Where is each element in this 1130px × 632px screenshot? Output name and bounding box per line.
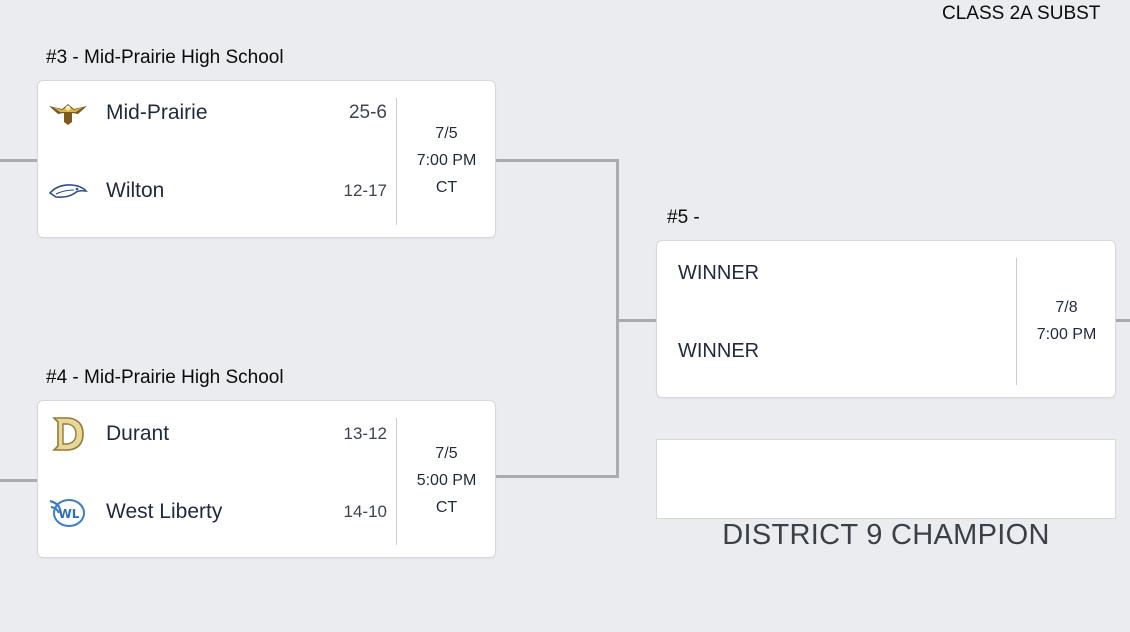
team-name: WINNER <box>678 339 760 362</box>
game-date: 7/5 <box>435 125 458 142</box>
card-divider <box>1016 258 1017 385</box>
team-record: 13-12 <box>343 424 387 443</box>
team-record: 12-17 <box>343 181 387 200</box>
team-name: Mid-Prairie <box>106 101 208 124</box>
game-label: #3 - Mid-Prairie High School <box>46 47 284 68</box>
connector-left-bottom <box>0 479 38 482</box>
team-row[interactable]: WINNER <box>657 331 1015 371</box>
connector-left-top <box>0 159 38 162</box>
game-info: 7/5 7:00 PM CT <box>398 120 495 201</box>
team-row[interactable]: Durant 13-12 <box>38 414 495 454</box>
team-record: 25-6 <box>348 102 387 123</box>
game-time: 7:00 PM <box>1036 326 1097 343</box>
game-timezone: CT <box>435 179 458 196</box>
team-row[interactable]: Wilton 12-17 <box>38 171 495 211</box>
team-row[interactable]: Mid-Prairie 25-6 <box>38 93 495 133</box>
game-date: 7/5 <box>435 445 458 462</box>
connector-game4-out <box>495 475 619 478</box>
game-info: 7/5 5:00 PM CT <box>398 440 495 521</box>
game-time: 5:00 PM <box>416 472 477 489</box>
svg-text:WL: WL <box>59 507 80 521</box>
connector-game3-out <box>495 159 619 162</box>
team-name: WINNER <box>678 261 760 284</box>
game-card[interactable]: WINNER WINNER 7/8 7:00 PM <box>656 240 1116 398</box>
champion-box <box>656 439 1116 519</box>
team-row[interactable]: WL West Liberty 14-10 <box>38 492 495 532</box>
game-label: #4 - Mid-Prairie High School <box>46 367 284 388</box>
card-divider <box>396 98 397 225</box>
card-divider <box>396 418 397 545</box>
game-date: 7/8 <box>1055 299 1078 316</box>
champion-title: DISTRICT 9 CHAMPION <box>722 519 1050 551</box>
game-timezone: CT <box>435 499 458 516</box>
game-time: 7:00 PM <box>416 152 477 169</box>
team-row[interactable]: WINNER <box>657 253 1015 293</box>
hawk-logo-icon <box>48 97 88 129</box>
game-info: 7/8 7:00 PM <box>1018 294 1115 348</box>
game-label: #5 - <box>667 207 700 228</box>
wl-logo-icon: WL <box>48 496 88 528</box>
team-name: Durant <box>106 422 170 445</box>
connector-right <box>1115 319 1130 322</box>
connector-vertical <box>616 159 619 478</box>
game-card[interactable]: Durant 13-12 WL West Liberty 14-10 7/5 5… <box>37 400 496 558</box>
team-name: West Liberty <box>106 500 223 523</box>
team-record: 14-10 <box>343 502 387 521</box>
beaver-logo-icon <box>48 175 88 207</box>
team-name: Wilton <box>106 179 165 202</box>
bracket-title: CLASS 2A SUBST <box>942 3 1101 24</box>
connector-to-game5 <box>616 319 657 322</box>
game-card[interactable]: Mid-Prairie 25-6 Wilton 12-17 7/5 7:00 P… <box>37 80 496 238</box>
durant-d-logo-icon <box>48 417 88 451</box>
